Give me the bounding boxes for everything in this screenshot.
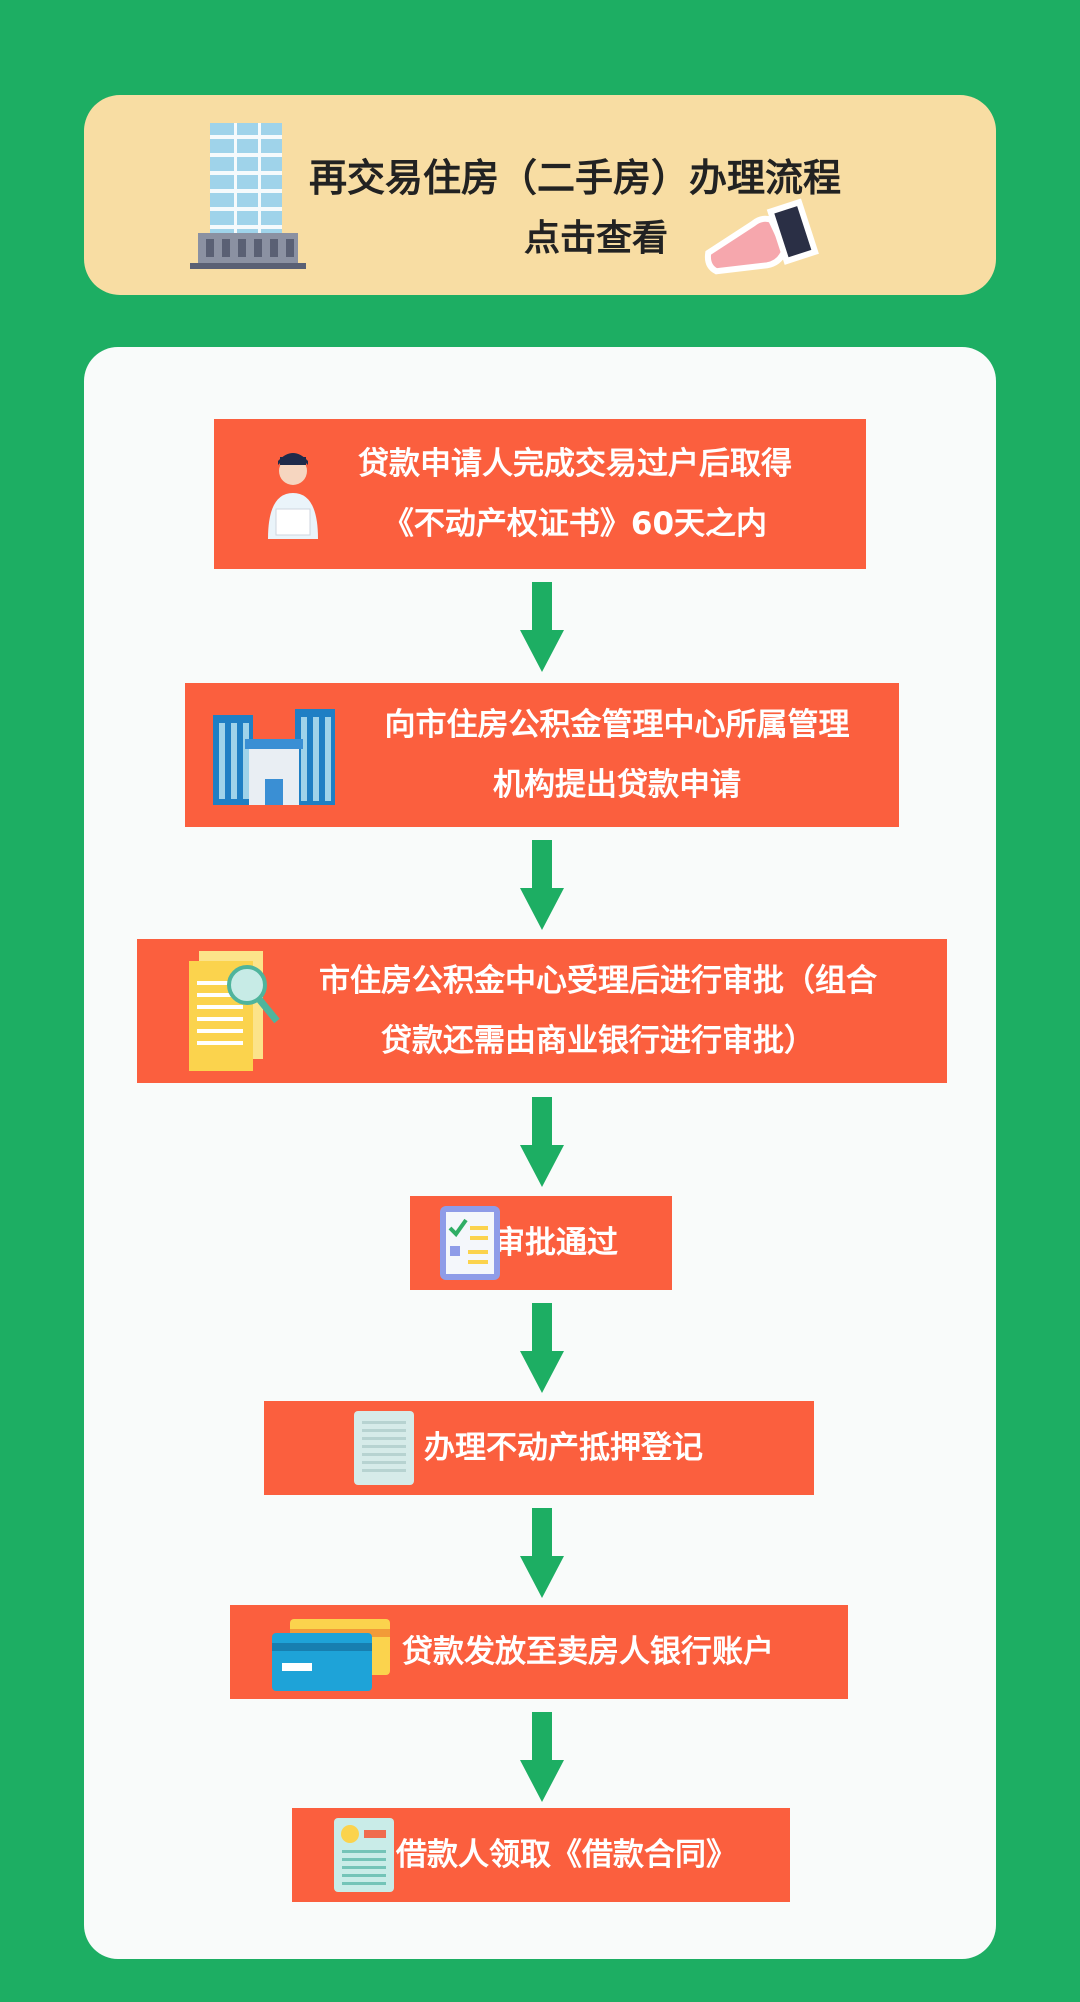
click-to-view-link[interactable]: 点击查看	[524, 218, 669, 259]
step-2: 向市住房公积金管理中心所属管理 机构提出贷款申请	[185, 683, 899, 827]
document-magnifier-icon	[189, 951, 280, 1071]
contract-icon	[334, 1818, 394, 1892]
step-7: 借款人领取《借款合同》	[292, 1808, 790, 1902]
step-6: 贷款发放至卖房人银行账户	[230, 1605, 848, 1699]
step-1: 贷款申请人完成交易过户后取得 《不动产权证书》60天之内	[214, 419, 866, 569]
bank-cards-icon	[272, 1619, 390, 1691]
step-4: 审批通过	[410, 1196, 672, 1290]
step-1-line-2: 《不动产权证书》60天之内	[382, 506, 768, 542]
office-buildings-icon	[213, 709, 335, 805]
pointing-hand-icon[interactable]	[699, 195, 829, 285]
step-2-line-2: 机构提出贷款申请	[493, 767, 741, 803]
step-2-line-1: 向市住房公积金管理中心所属管理	[384, 707, 850, 743]
page-title: 再交易住房（二手房）办理流程	[308, 156, 841, 200]
step-6-label: 贷款发放至卖房人银行账户	[402, 1634, 774, 1670]
step-3-line-2: 贷款还需由商业银行进行审批）	[381, 1023, 815, 1059]
building-icon	[190, 123, 306, 269]
step-5: 办理不动产抵押登记	[264, 1401, 814, 1495]
arrow-down-icon	[520, 1508, 564, 1598]
step-3: 市住房公积金中心受理后进行审批（组合 贷款还需由商业银行进行审批）	[137, 939, 947, 1083]
step-3-line-1: 市住房公积金中心受理后进行审批（组合	[319, 963, 877, 999]
arrow-down-icon	[520, 1097, 564, 1187]
step-1-line-1: 贷款申请人完成交易过户后取得	[358, 446, 792, 482]
arrow-down-icon	[520, 582, 564, 672]
arrow-down-icon	[520, 1712, 564, 1802]
document-icon	[354, 1411, 414, 1485]
step-5-label: 办理不动产抵押登记	[424, 1430, 703, 1466]
arrow-down-icon	[520, 1303, 564, 1393]
step-7-label: 借款人领取《借款合同》	[396, 1837, 737, 1873]
checklist-tablet-icon	[440, 1206, 500, 1280]
arrow-down-icon	[520, 840, 564, 930]
applicant-person-icon	[268, 453, 318, 539]
header-banner[interactable]: 再交易住房（二手房）办理流程 点击查看	[84, 95, 996, 295]
step-4-label: 审批通过	[494, 1225, 618, 1261]
